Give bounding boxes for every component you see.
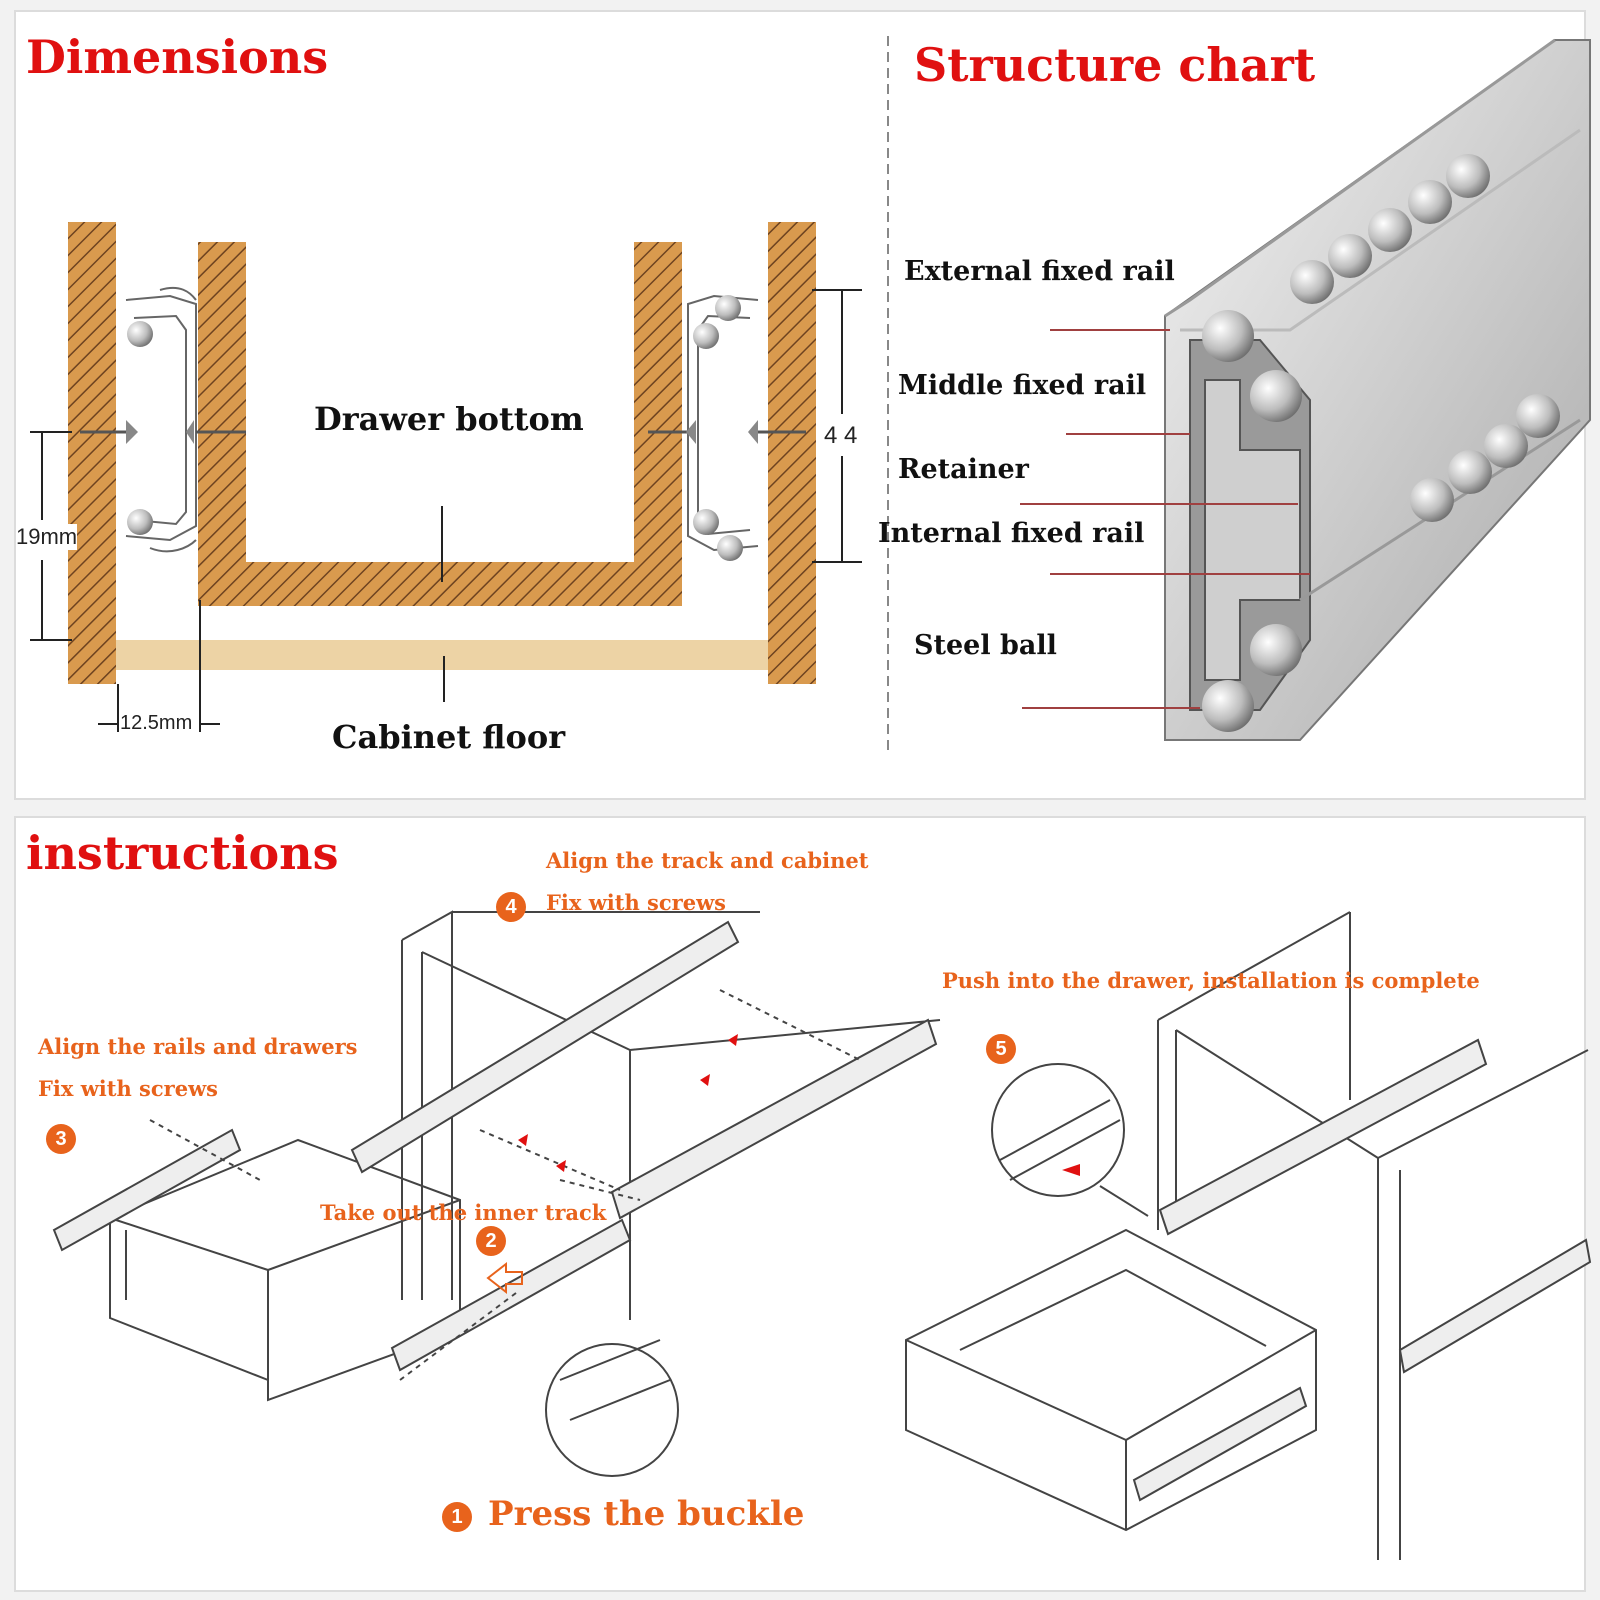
step5-text: Push into the drawer, installation is co… [942,968,1480,993]
step5-badge: 5 [986,1034,1016,1064]
bottom-panel [14,816,1586,1592]
step3-badge: 3 [46,1124,76,1154]
cabinet-floor-label: Cabinet floor [332,718,566,756]
label-external-fixed-rail: External fixed rail [904,256,1175,287]
step3-line1: Align the rails and drawers [38,1034,358,1059]
top-panel [14,10,1586,800]
label-retainer: Retainer [898,454,1029,485]
dim-12-5mm-label: 12.5mm [120,712,193,734]
step3-line2: Fix with screws [38,1076,218,1101]
instructions-title: instructions [26,826,339,880]
drawer-bottom-label: Drawer bottom [314,400,584,438]
step2-text: Take out the inner track [320,1200,607,1225]
structure-chart-title: Structure chart [914,38,1316,92]
dim-19mm-label: 19mm [16,524,78,550]
step1-text: Press the buckle [488,1494,805,1534]
step2-badge: 2 [476,1226,506,1256]
label-steel-ball: Steel ball [914,630,1057,661]
step4-badge: 4 [496,892,526,922]
label-middle-fixed-rail: Middle fixed rail [898,370,1147,401]
step4-line1: Align the track and cabinet [546,848,869,873]
label-internal-fixed-rail: Internal fixed rail [878,518,1145,549]
dimensions-title: Dimensions [26,30,329,84]
step4-line2: Fix with screws [546,890,726,915]
step1-badge: 1 [442,1502,472,1532]
dim-44-label: 4 4 [824,422,858,450]
